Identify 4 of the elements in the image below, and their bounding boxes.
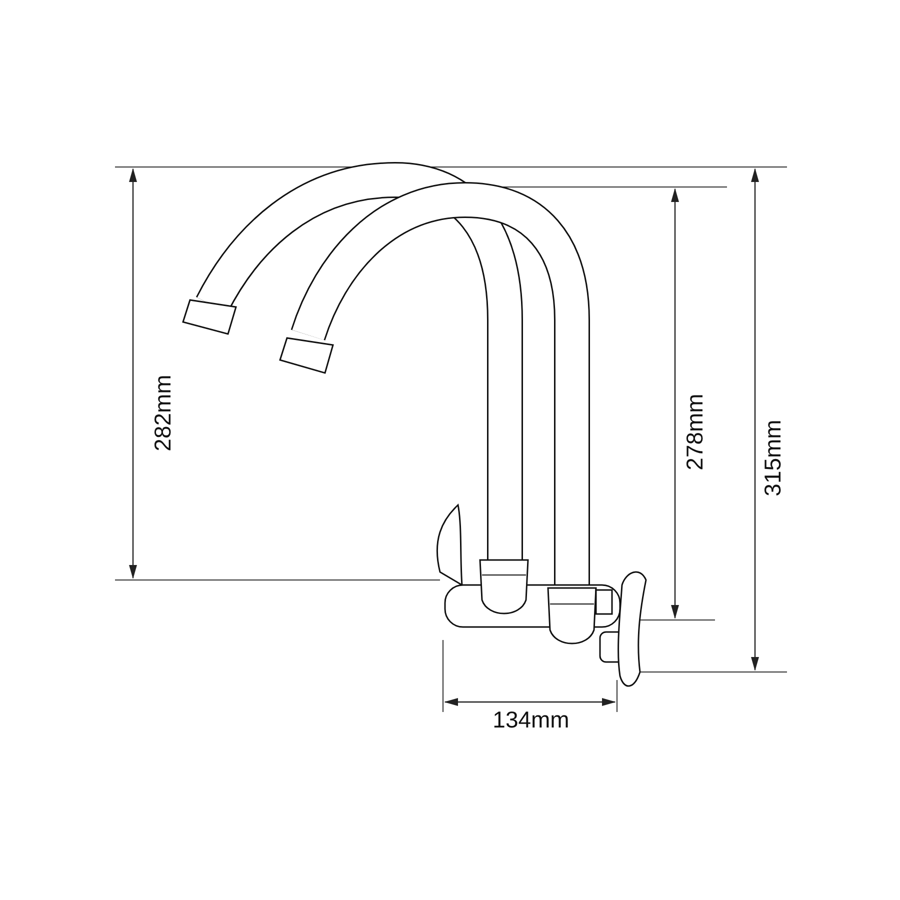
dimension-label: 134mm <box>492 708 570 732</box>
dimension-label: 315mm <box>762 420 784 496</box>
dimension-label: 278mm <box>684 394 706 470</box>
dimension-label: 282mm <box>152 374 174 452</box>
